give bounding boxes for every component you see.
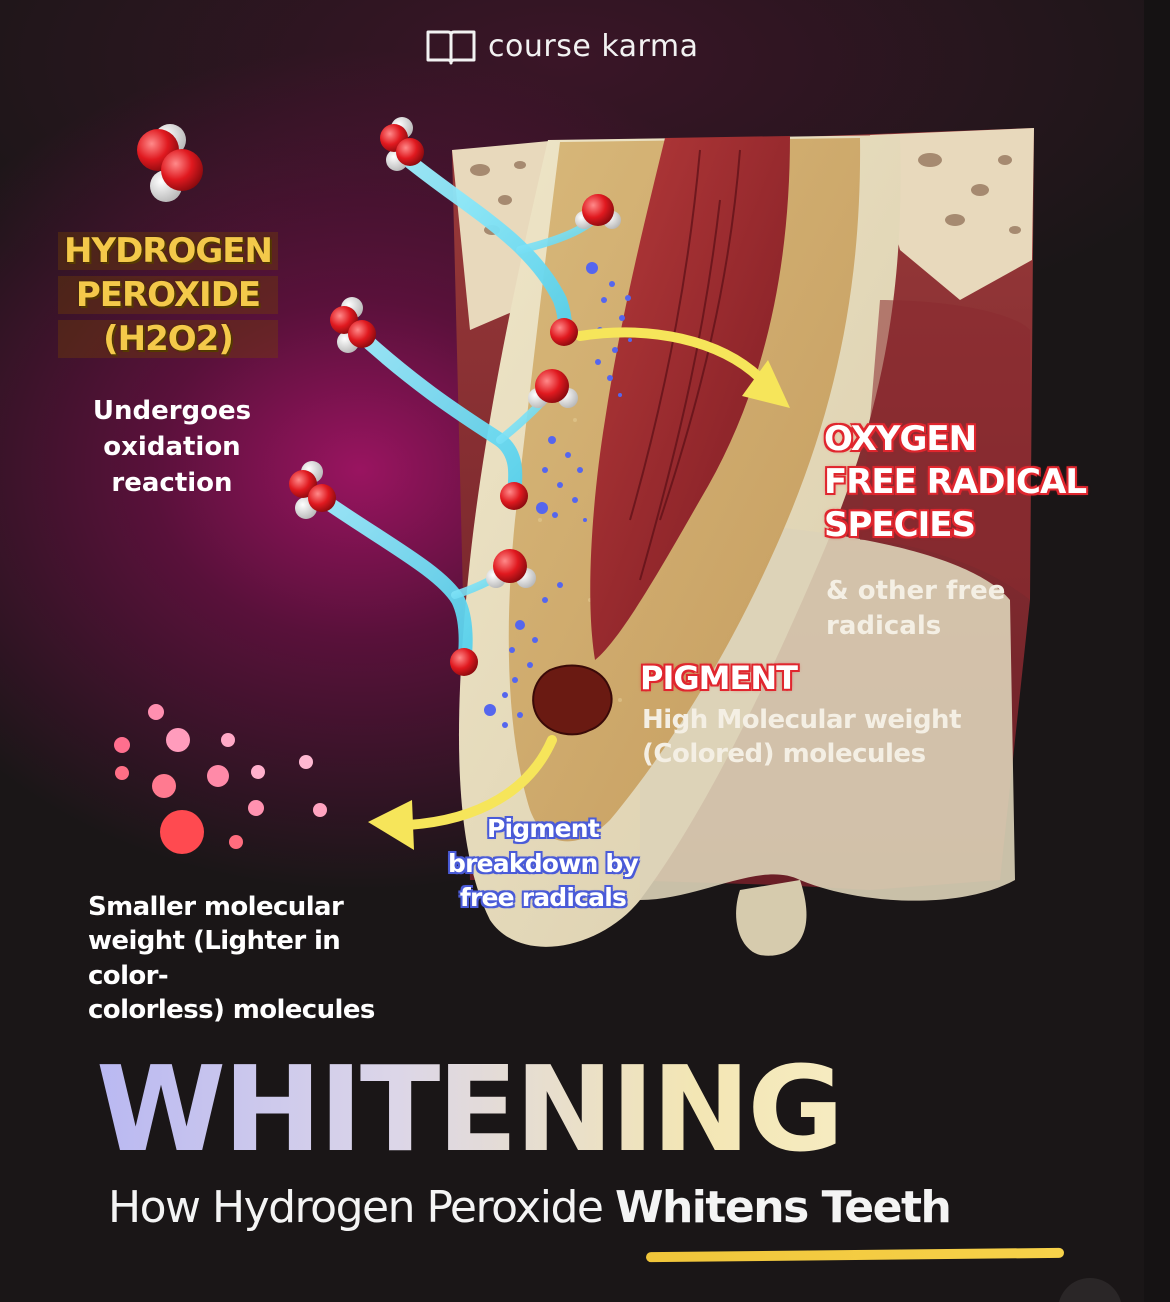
oxygen-line: OXYGEN: [824, 419, 977, 459]
tooth-pulp: [590, 136, 790, 660]
page-subtitle: How Hydrogen Peroxide Whitens Teeth: [108, 1182, 1108, 1233]
page-title: WHITENING: [96, 1050, 1096, 1168]
h2o2-molecule-icon: [330, 297, 376, 353]
pigment-breakdown-label: Pigment breakdown by free radicals: [436, 812, 650, 916]
smaller-line: weight (Lighter in color-: [88, 926, 341, 991]
h2o2-desc-line: reaction: [111, 467, 233, 498]
h2o2-desc-line: oxidation: [103, 431, 241, 462]
breakdown-line: Pigment: [487, 814, 600, 843]
breakdown-line: breakdown by: [448, 848, 639, 878]
h2o2-line: HYDROGEN: [58, 232, 278, 270]
h2o2-molecule-icon: [380, 117, 424, 171]
h2o2-desc-line: Undergoes: [92, 396, 252, 426]
smaller-molecules-label: Smaller molecular weight (Lighter in col…: [88, 890, 428, 1027]
subtitle-bold: Whitens Teeth: [614, 1182, 952, 1233]
oxygen-line: SPECIES: [824, 505, 976, 545]
water-molecule-icon: [486, 549, 536, 588]
brand-logo: course karma: [424, 26, 698, 66]
free-radical-particles: [484, 262, 632, 728]
arrow-to-oxygen: [575, 327, 790, 408]
h2o2-description: Undergoes oxidation reaction: [72, 394, 272, 502]
oxygen-radical-heading: OXYGEN FREE RADICAL SPECIES: [824, 419, 1087, 551]
oxygen-description: & other free radicals: [826, 574, 1005, 644]
small-molecules-cluster: [114, 704, 327, 854]
h2o2-molecule-icon: [137, 124, 203, 202]
breakdown-line: free radicals: [459, 883, 627, 912]
oxygen-desc-line: & other free: [826, 576, 1006, 606]
pigment-description: High Molecular weight (Colored) molecule…: [642, 704, 962, 772]
water-molecule-icon: [575, 194, 621, 229]
h2o2-line: (H2O2): [58, 320, 278, 358]
h2o2-molecule-icon: [289, 461, 336, 519]
oxygen-atom-icon: [450, 318, 578, 676]
brand-name: course karma: [488, 28, 699, 64]
h2o2-line: PEROXIDE: [58, 276, 278, 314]
oxygen-line: FREE RADICAL: [824, 462, 1087, 502]
arrow-to-smaller-molecules: [368, 735, 557, 850]
pigment-blob: [532, 664, 613, 736]
right-edge-strip: [1144, 0, 1170, 1302]
smaller-line: colorless) molecules: [88, 994, 375, 1025]
pigment-desc-line: (Colored) molecules: [642, 738, 926, 769]
h2o2-heading: HYDROGEN PEROXIDE (H2O2): [58, 232, 278, 364]
subtitle-regular: How Hydrogen Peroxide: [108, 1182, 615, 1233]
gum-shadow: [860, 300, 1030, 600]
book-icon: [426, 30, 476, 65]
pigment-desc-line: High Molecular weight: [642, 705, 962, 735]
smaller-line: Smaller molecular: [88, 892, 344, 922]
oxygen-desc-line: radicals: [826, 611, 942, 642]
water-molecule-icon: [528, 369, 578, 408]
pigment-heading: PIGMENT: [640, 659, 798, 697]
